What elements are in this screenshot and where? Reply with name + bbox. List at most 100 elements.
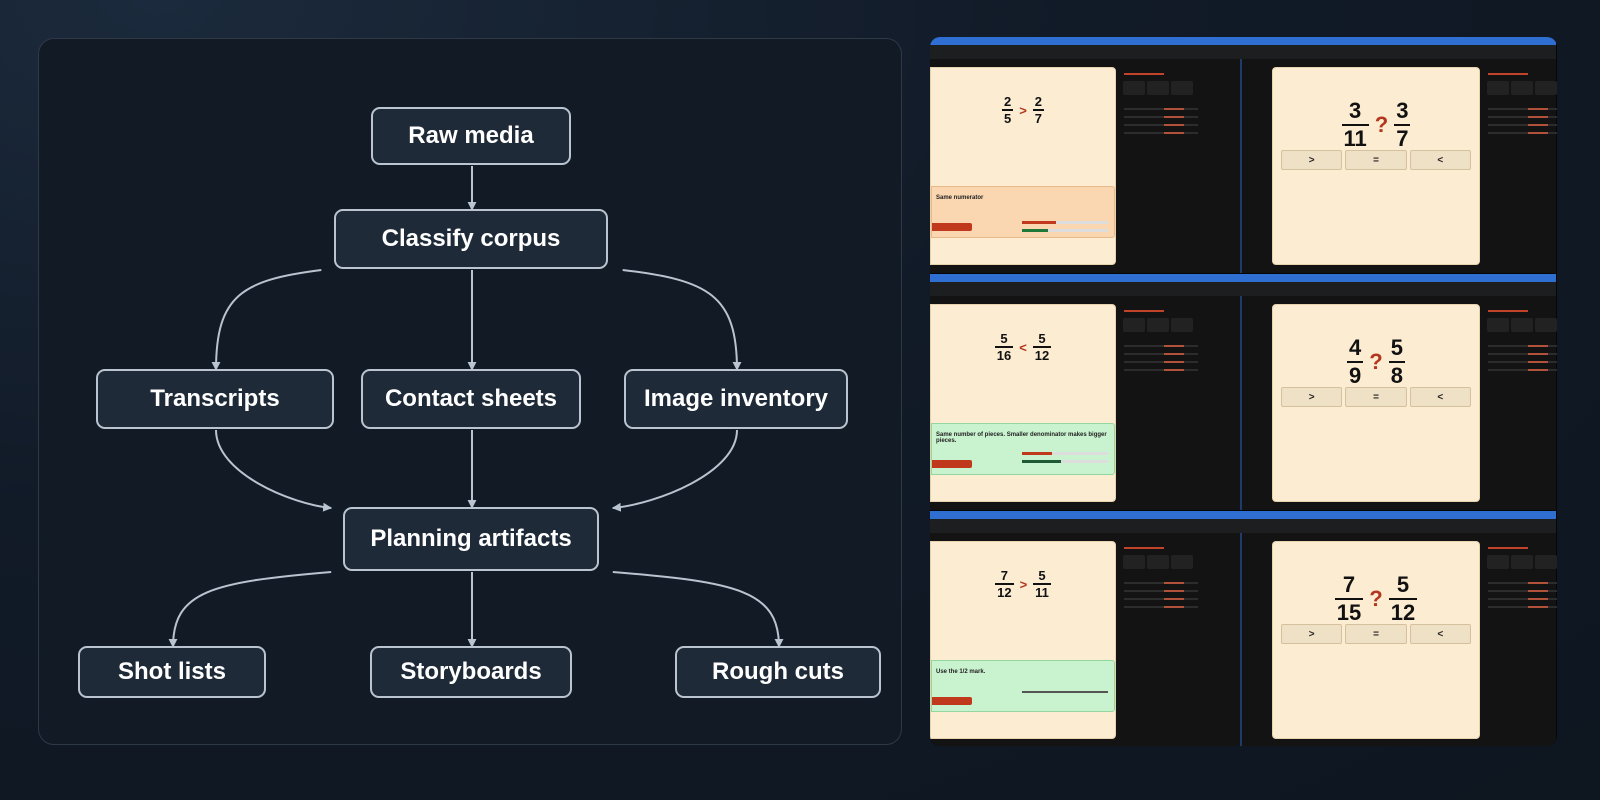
greater-than-button[interactable]: > [1281, 150, 1343, 170]
fraction-numerator: 5 [1000, 331, 1008, 346]
hint-text: Same numerator [936, 195, 984, 201]
number-line [1022, 691, 1108, 693]
next-button[interactable] [932, 460, 972, 468]
node-rough-cuts: Rough cuts [675, 646, 881, 698]
less-than-button[interactable]: < [1409, 150, 1471, 170]
next-button[interactable] [932, 697, 972, 705]
answer-buttons: > = < [1281, 150, 1471, 170]
node-shot-lists: Shot lists [78, 646, 266, 698]
flowchart-panel: Raw media Classify corpus Transcripts Co… [38, 38, 902, 745]
fraction-denominator: 11 [1033, 583, 1051, 600]
node-image-inventory: Image inventory [624, 369, 848, 429]
fraction-denominator: 15 [1334, 598, 1364, 625]
fraction-denominator: 7 [1032, 109, 1045, 126]
fraction-numerator: 2 [1034, 94, 1043, 109]
progress-sidebar [1122, 304, 1200, 424]
answer-buttons: > = < [1281, 387, 1471, 407]
progress-sidebar [1122, 67, 1200, 187]
edge-classify-corpus-to-image-inventory [622, 269, 742, 371]
greater-than-button[interactable]: > [1281, 387, 1343, 407]
fraction-numerator: 5 [1390, 335, 1403, 360]
comparison-operator: ? [1374, 112, 1389, 137]
node-raw-media: Raw media [371, 107, 571, 165]
browser-tabbar [930, 282, 1556, 297]
next-button[interactable] [932, 223, 972, 231]
progress-sidebar [1486, 541, 1557, 661]
fraction-denominator: 12 [1032, 346, 1052, 363]
fraction-numerator: 4 [1349, 335, 1362, 360]
hint-box: Use the 1/2 mark. [931, 660, 1115, 712]
fraction-denominator: 8 [1388, 361, 1405, 388]
browser-menubar [930, 511, 1556, 519]
node-planning-artifacts: Planning artifacts [343, 507, 599, 571]
progress-track [1022, 221, 1108, 224]
progress-track [1022, 452, 1108, 455]
fraction-denominator: 16 [994, 346, 1014, 363]
browser-tabbar [930, 45, 1556, 60]
equal-button[interactable]: = [1345, 387, 1407, 407]
fraction-numerator: 7 [1342, 572, 1356, 597]
fraction-numerator: 3 [1396, 98, 1409, 123]
less-than-button[interactable]: < [1409, 624, 1471, 644]
fraction-denominator: 12 [1388, 598, 1418, 625]
node-storyboards: Storyboards [370, 646, 572, 698]
fraction-denominator: 11 [1341, 124, 1369, 151]
browser-menubar [930, 37, 1556, 45]
hint-text: Use the 1/2 mark. [936, 669, 986, 675]
node-transcripts: Transcripts [96, 369, 334, 429]
hint-box: Same number of pieces. Smaller denominat… [931, 423, 1115, 475]
comparison-operator: ? [1369, 586, 1383, 611]
node-contact-sheets: Contact sheets [361, 369, 581, 429]
edge-transcripts-to-planning-artifacts [215, 429, 333, 512]
edge-planning-artifacts-to-rough-cuts [612, 571, 784, 648]
fraction-numerator: 3 [1349, 98, 1362, 123]
fraction-denominator: 5 [1001, 109, 1014, 126]
fraction-numerator: 5 [1396, 572, 1410, 597]
equal-button[interactable]: = [1345, 624, 1407, 644]
less-than-button[interactable]: < [1409, 387, 1471, 407]
comparison-operator: ? [1369, 349, 1383, 374]
node-classify-corpus: Classify corpus [334, 209, 608, 269]
greater-than-button[interactable]: > [1281, 624, 1343, 644]
browser-tabbar [930, 519, 1556, 534]
comparison-operator: < [1019, 339, 1027, 355]
progress-sidebar [1122, 541, 1200, 661]
answer-buttons: > = < [1281, 624, 1471, 644]
fraction-denominator: 7 [1394, 124, 1411, 151]
edge-image-inventory-to-planning-artifacts [611, 429, 738, 512]
progress-sidebar [1486, 67, 1557, 187]
fraction-numerator: 2 [1003, 94, 1012, 109]
comparison-operator: > [1019, 576, 1028, 592]
flowchart-edges [168, 166, 784, 648]
hint-text: Same number of pieces. Smaller denominat… [936, 432, 1107, 444]
progress-sidebar [1486, 304, 1557, 424]
fraction-numerator: 5 [1038, 331, 1046, 346]
edge-planning-artifacts-to-shot-lists [168, 571, 332, 648]
hint-box: Same numerator [931, 186, 1115, 238]
browser-menubar [930, 274, 1556, 282]
fraction-numerator: 5 [1038, 568, 1046, 583]
progress-track [1022, 460, 1108, 463]
edge-classify-corpus-to-transcripts [211, 269, 322, 371]
comparison-operator: > [1019, 102, 1027, 118]
fraction-numerator: 7 [1000, 568, 1008, 583]
equal-button[interactable]: = [1345, 150, 1407, 170]
